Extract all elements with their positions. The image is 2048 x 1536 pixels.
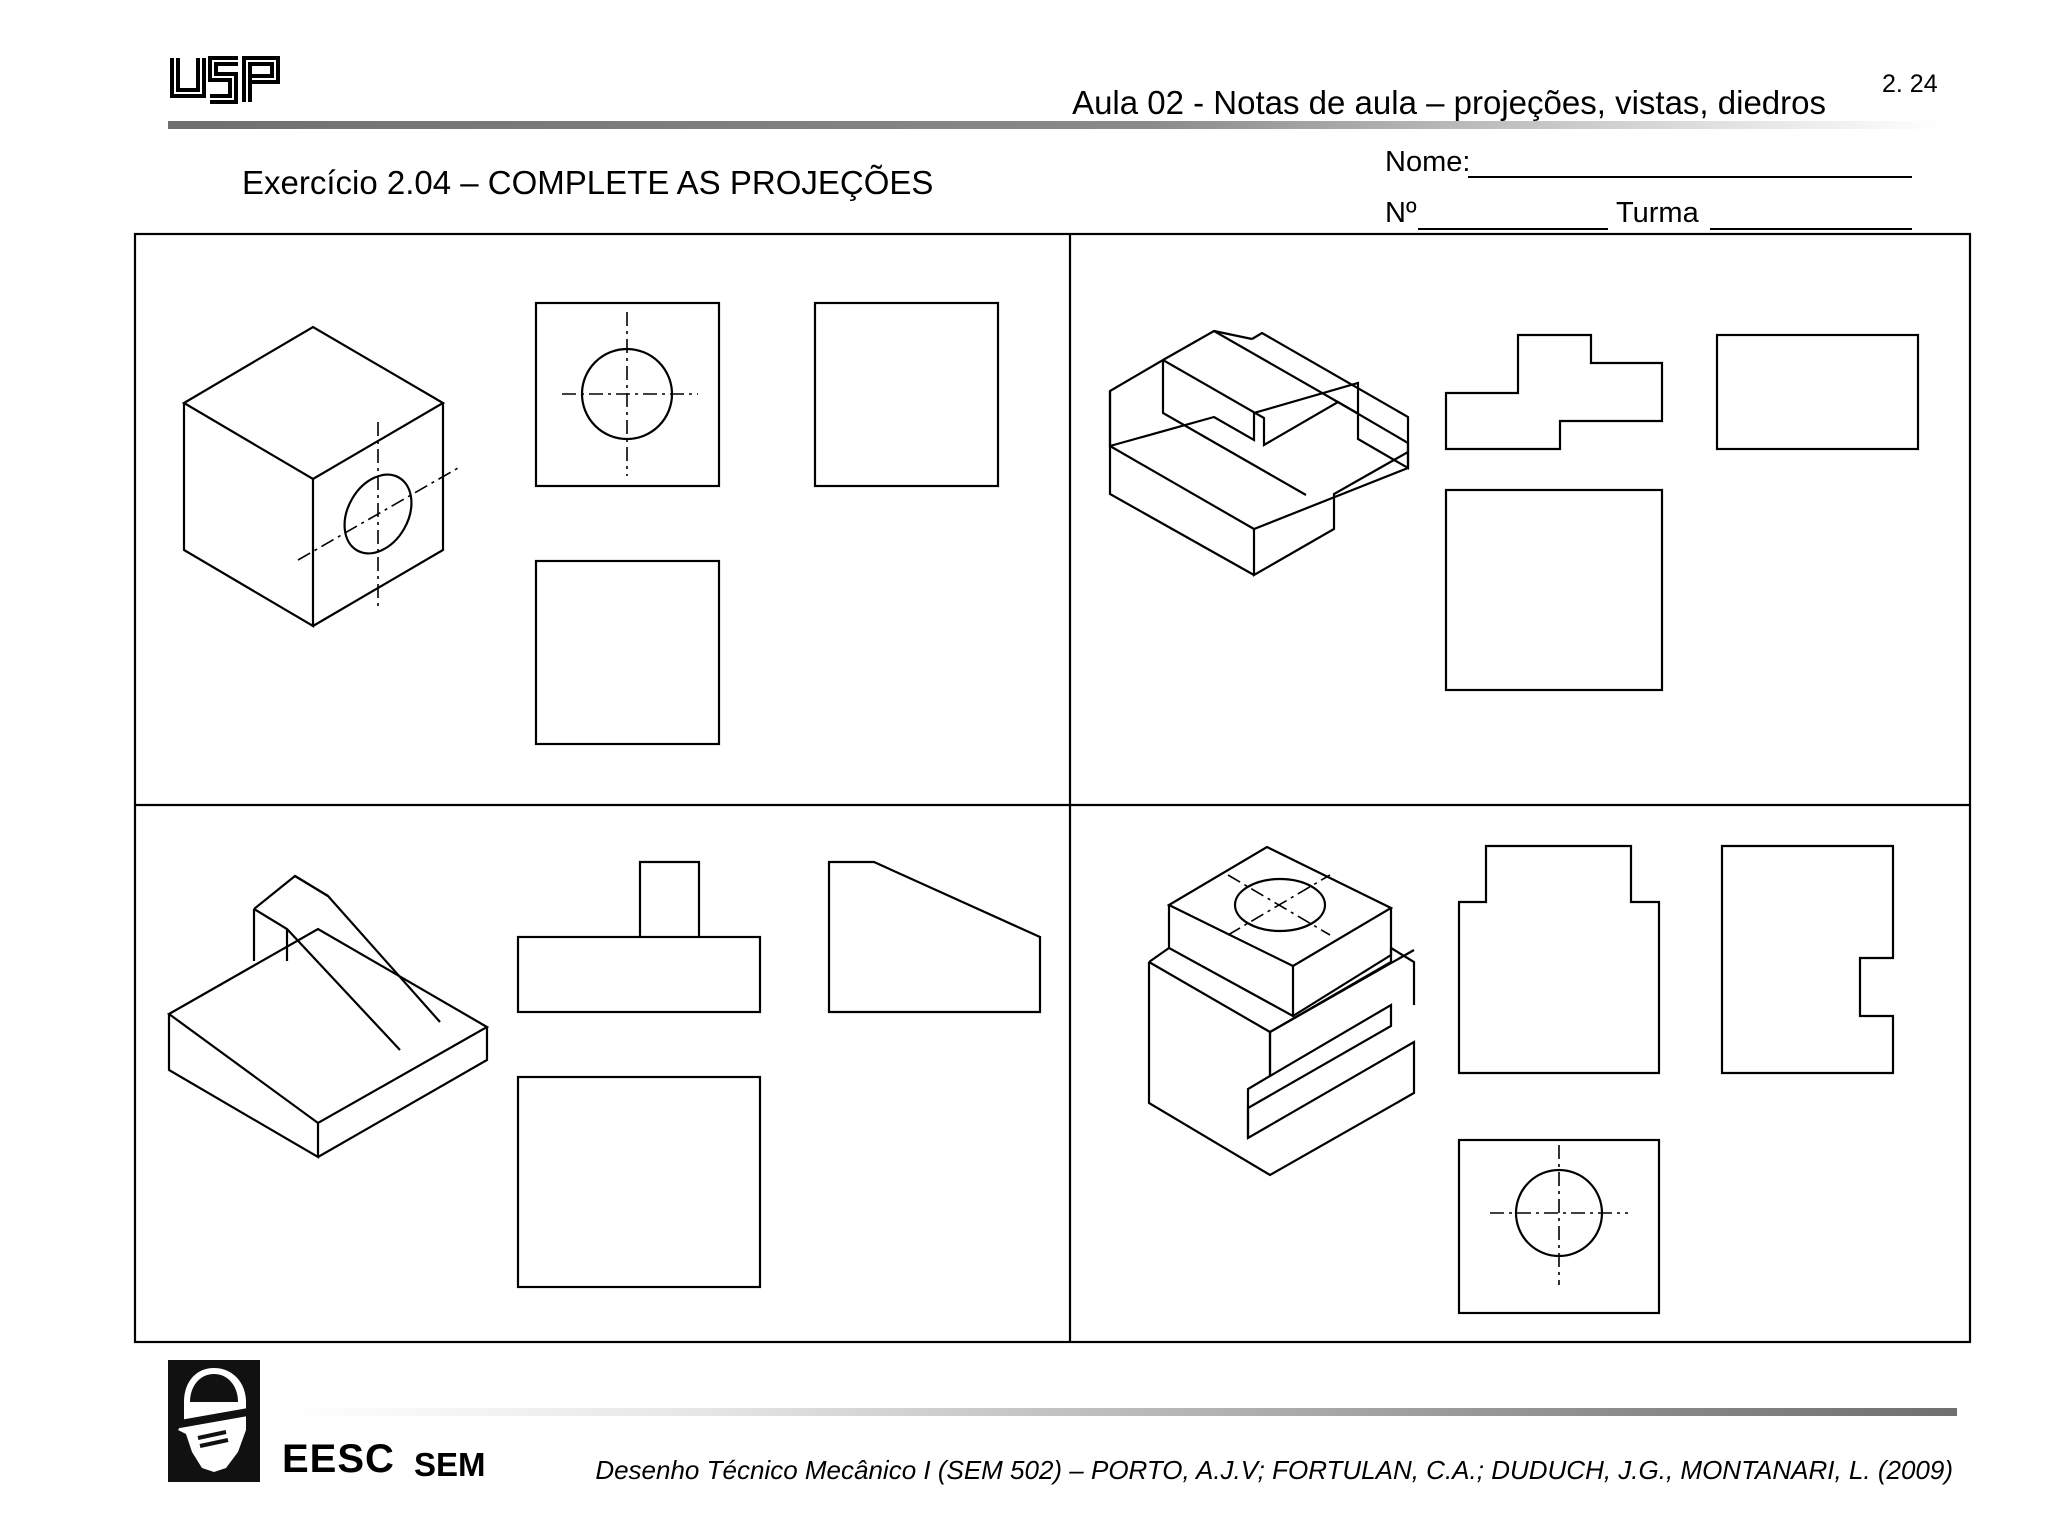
usp-logo-mark (170, 56, 280, 104)
q4-isometric (1147, 845, 1416, 1177)
q3-isometric (166, 874, 490, 1159)
number-label: Nº (1385, 197, 1417, 229)
q3-side-view (827, 860, 1042, 1014)
class-label: Turma (1616, 197, 1699, 229)
q2-top-view (1444, 488, 1664, 692)
q3-front-view (516, 860, 762, 1014)
credits-text: Desenho Técnico Mecânico I (SEM 502) – P… (595, 1455, 1953, 1485)
sheet-frame (133, 232, 1972, 1344)
name-label: Nome: (1385, 146, 1471, 178)
q1-isometric (181, 325, 459, 628)
header-divider (168, 121, 1943, 129)
usp-logo (168, 54, 284, 106)
q4-front-view (1457, 844, 1661, 1075)
page-number: 2. 24 (1882, 70, 1938, 98)
q2-front-view (1444, 333, 1664, 451)
q2-isometric (1108, 329, 1410, 577)
q1-side-view (813, 301, 1000, 488)
footer-divider (282, 1408, 1957, 1416)
name-field[interactable] (1468, 176, 1912, 178)
class-field[interactable] (1710, 228, 1912, 230)
q4-top-view (1457, 1138, 1661, 1315)
exercise-title: Exercício 2.04 – COMPLETE AS PROJEÇÕES (242, 164, 934, 201)
header-title: Aula 02 - Notas de aula – projeções, vis… (1072, 84, 1826, 121)
q4-side-view (1720, 844, 1895, 1075)
eesc-logo-mark (178, 1368, 248, 1472)
q2-side-view (1715, 333, 1920, 451)
q1-top-view (534, 559, 721, 746)
q3-top-view (516, 1075, 762, 1289)
eesc-logo (168, 1360, 260, 1482)
q1-front-view (534, 301, 721, 488)
number-field[interactable] (1418, 228, 1608, 230)
sem-label: SEM (414, 1446, 486, 1483)
eesc-label: EESC (282, 1437, 395, 1481)
